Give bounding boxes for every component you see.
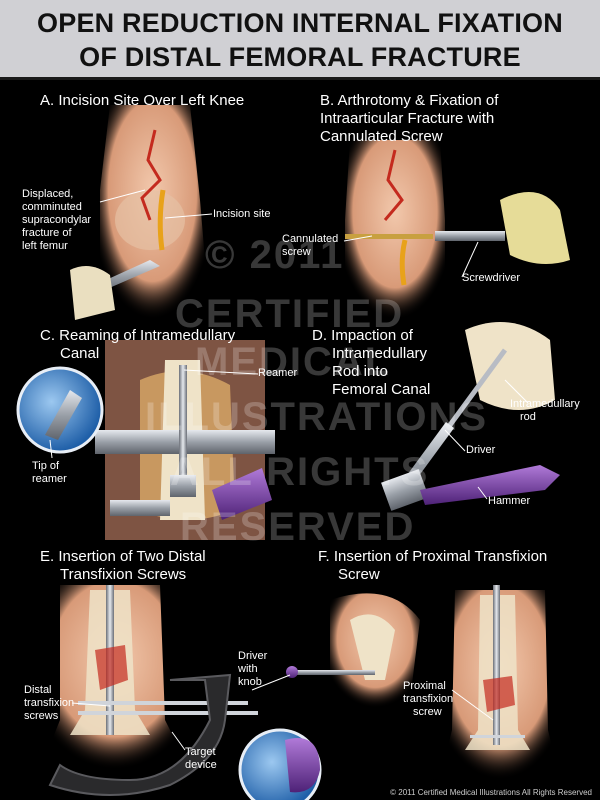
leader-a-incision (164, 213, 213, 219)
panel-f-inset-handle (285, 738, 320, 793)
panel-b-incision (399, 239, 408, 286)
watermark-line-4: ILLUSTRATIONS (145, 395, 489, 439)
label-driver: Driver (466, 444, 496, 456)
panel-c-inset-reamer-tip (45, 390, 82, 440)
label-incision-site: Incision site (213, 208, 271, 220)
leader-f-driver (251, 674, 291, 691)
watermark-line-5: ALL RIGHTS (170, 450, 430, 494)
panel-f-driver-shaft (295, 670, 375, 675)
title-banner: OPEN REDUCTION INTERNAL FIXATION OF DIST… (0, 0, 600, 80)
panel-c-reamer-handle (212, 468, 272, 520)
label-tip-of-reamer: Tip of reamer (32, 460, 67, 485)
label-fracture: Displaced, comminuted supracondylar frac… (22, 188, 92, 252)
panel-a-glove (70, 266, 115, 320)
panel-f-proximal-screw (470, 735, 525, 738)
watermark-line-3: MEDICAL (195, 340, 392, 384)
panel-d-femur-condyle (465, 322, 555, 410)
leader-e-screws (71, 702, 111, 707)
panel-d-hammer-head (381, 469, 429, 511)
panel-b-glove-hand (500, 192, 570, 264)
label-reamer: Reamer (258, 367, 298, 379)
watermark-line-1: © 2011 (205, 233, 345, 277)
copyright-notice: © 2011 Certified Medical Illustrations A… (390, 788, 592, 797)
panel-d-impaction-illustration (381, 322, 560, 511)
panel-e-screw-1 (78, 701, 248, 705)
panel-c-reamer-head (170, 475, 196, 497)
leader-b-screwdriver (461, 241, 479, 278)
label-distal-screws: Distal transfixion screws (24, 684, 75, 722)
label-intramedullary-rod: Intramedullary rod (510, 398, 580, 423)
panel-e-distal-screws-illustration (40, 585, 258, 796)
leader-a-fracture (99, 189, 146, 203)
panel-c-reamer-shaft (179, 365, 187, 495)
panel-b-screwdriver-shaft (435, 231, 505, 241)
panel-f-rod (493, 585, 500, 745)
watermark-line-6: RESERVED (180, 505, 416, 549)
panel-a-incision (157, 189, 166, 251)
panel-b-fracture-line (383, 149, 404, 221)
surgical-illustrations (16, 105, 570, 800)
panel-e-target-device (48, 673, 232, 796)
page-title-line-1: OPEN REDUCTION INTERNAL FIXATION (37, 8, 563, 38)
watermark-line-2: CERTIFIED (175, 292, 405, 336)
panel-f-proximal-screw-illustration (238, 585, 560, 800)
label-target-device: Target device (185, 746, 217, 771)
label-screwdriver: Screwdriver (462, 272, 521, 284)
panel-a-title: A. Incision Site Over Left Knee (40, 92, 245, 109)
label-driver-with-knob: Driver with knob (238, 650, 268, 688)
leader-lines (49, 189, 529, 751)
panel-e-screw-2 (78, 711, 258, 715)
panel-f-fracture-zone (483, 676, 515, 712)
panel-d-title: D. Impaction of Intramedullary Rod into … (312, 327, 431, 398)
leader-c-tip (49, 439, 53, 459)
label-cannulated-screw: Cannulated screw (282, 233, 339, 258)
panel-c-retractor-bottom (110, 500, 170, 516)
leader-c-reamer (183, 369, 259, 375)
label-proximal-screw: Proximal transfixion screw (403, 680, 454, 718)
panel-a-fracture-line (140, 129, 162, 221)
panel-b-leg (345, 140, 445, 320)
panel-e-title: E. Insertion of Two Distal Transfixion S… (40, 548, 206, 583)
leader-e-target (171, 731, 186, 751)
panel-f-title: F. Insertion of Proximal Transfixion Scr… (318, 548, 548, 583)
leader-d-driver (444, 429, 466, 452)
page-title-line-2: OF DISTAL FEMORAL FRACTURE (79, 42, 521, 72)
panel-f-femur-head (350, 614, 395, 680)
leader-b-screw (343, 235, 373, 242)
panel-c-title: C. Reaming of Intramedullary Canal (40, 327, 236, 362)
label-hammer: Hammer (488, 495, 531, 507)
panel-a-knee-illustration (70, 105, 205, 320)
panel-b-cannulated-screw (345, 234, 433, 239)
leader-f-prox (451, 689, 494, 721)
panel-e-fracture-zone (95, 645, 128, 690)
panel-b-title: B. Arthrotomy & Fixation of Intraarticul… (320, 92, 499, 145)
panel-d-hammer-handle (420, 465, 560, 505)
leader-d-rod (504, 379, 529, 404)
leader-d-hammer (477, 486, 488, 500)
panel-b-knee-illustration (345, 140, 570, 320)
